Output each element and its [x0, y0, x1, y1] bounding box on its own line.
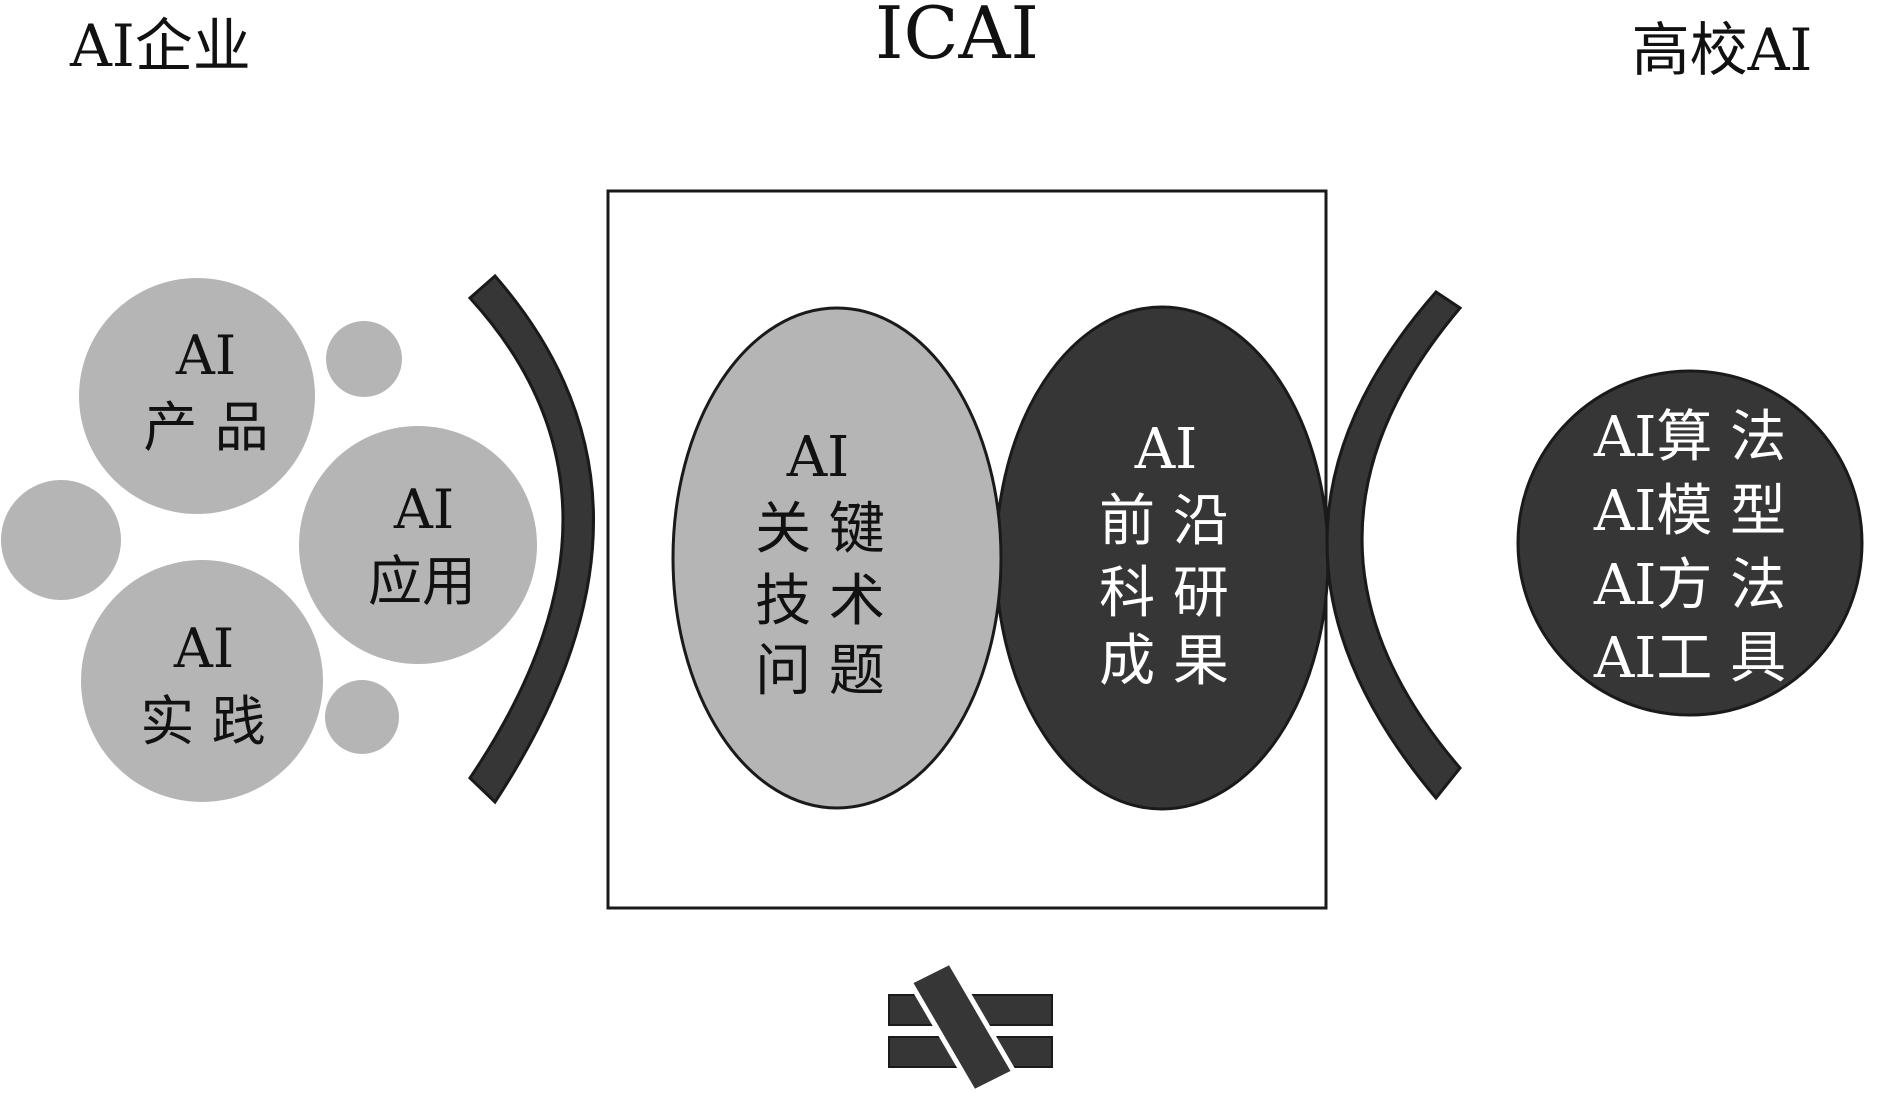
title-icai: ICAI [875, 0, 1039, 75]
label-ai-practice-line2: 实 践 [140, 690, 265, 753]
label-key-problems-line4: 问 题 [755, 639, 885, 704]
circle-university-ai [1516, 369, 1864, 717]
small-dot-top [326, 321, 402, 397]
label-ai-application-line2: 应用 [368, 550, 476, 613]
label-key-problems-line3: 技 术 [755, 569, 885, 634]
label-frontier-research-line2: 前 沿 [1099, 489, 1229, 554]
label-university-ai-line2: AI模 型 [1593, 479, 1786, 544]
label-university-ai-line3: AI方 法 [1593, 553, 1786, 618]
label-university-ai-line1: AI算 法 [1593, 405, 1786, 470]
title-ai-enterprise: AI企业 [69, 12, 251, 80]
label-frontier-research-line1: AI [1134, 417, 1198, 482]
ellipse-key-problems [671, 306, 1003, 810]
label-frontier-research-line3: 科 研 [1099, 561, 1229, 626]
small-dot-left [1, 480, 121, 600]
right-bracket [1325, 290, 1463, 801]
label-ai-product-line2: 产 品 [143, 396, 268, 459]
label-key-problems-line2: 关 键 [755, 497, 885, 562]
circle-ai-practice [81, 560, 323, 802]
label-frontier-research-line4: 成 果 [1099, 629, 1229, 694]
not-equal-icon [888, 958, 1053, 1093]
small-dot-bottom [325, 680, 399, 754]
label-key-problems-line1: AI [786, 425, 850, 490]
left-bracket [467, 273, 595, 805]
label-ai-product-line1: AI [175, 324, 236, 387]
circle-ai-product [79, 278, 315, 514]
label-ai-application-line1: AI [393, 478, 454, 541]
label-university-ai-line4: AI工 具 [1593, 626, 1786, 691]
title-university-ai: 高校AI [1632, 16, 1813, 84]
ellipse-frontier-research [994, 305, 1330, 811]
circle-ai-application [299, 426, 537, 664]
label-ai-practice-line1: AI [173, 617, 234, 680]
enterprise-group: AI 产 品 AI 应用 AI 实 践 [1, 278, 537, 802]
